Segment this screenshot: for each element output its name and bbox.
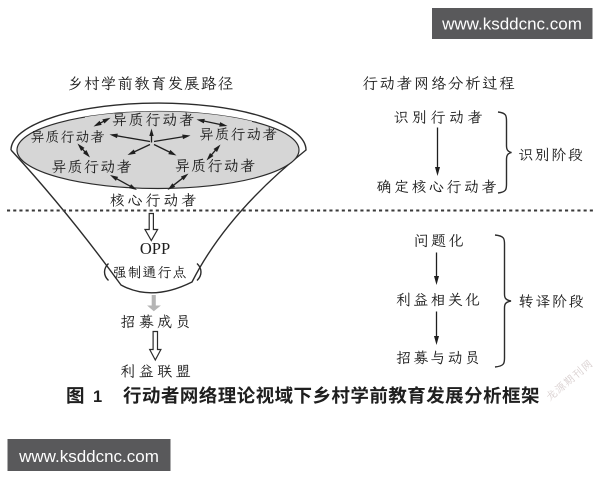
svg-text:www.ksddcnc.com: www.ksddcnc.com — [18, 447, 159, 466]
svg-text:www.ksddcnc.com: www.ksddcnc.com — [441, 15, 582, 34]
svg-text:1: 1 — [93, 388, 102, 406]
svg-text:OPP: OPP — [140, 239, 170, 258]
